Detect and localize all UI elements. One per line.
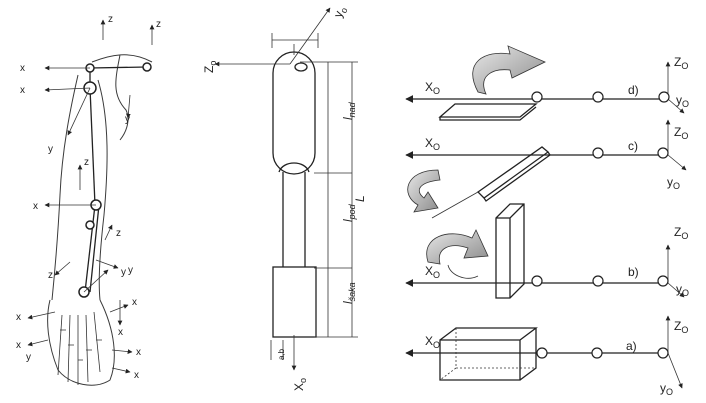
svg-text:yO: yO (676, 282, 689, 298)
row-c-label: c) (628, 139, 638, 153)
elbow-curve (278, 162, 310, 173)
axis-letter: z (156, 19, 161, 30)
box-a (439, 327, 538, 381)
row-a-label: a) (626, 339, 637, 353)
svg-text:ZO: ZO (674, 225, 688, 241)
z0-label: Zo (202, 61, 218, 73)
axis-letter: x (20, 63, 25, 74)
axis-letter: x (136, 347, 141, 358)
axis-letter: z (84, 157, 89, 168)
l-pod-label: lpod (341, 203, 357, 222)
tilted-bar-c (476, 146, 551, 202)
shoulder-outline (91, 54, 153, 141)
rotation-arrow-c (407, 169, 441, 213)
l-saka-label: lšaka (341, 282, 357, 304)
svg-text:yO: yO (660, 381, 673, 397)
axis-letter: x (132, 297, 137, 308)
x0-label: Xo (292, 378, 308, 391)
svg-text:XO: XO (425, 80, 440, 96)
svg-text:ZO: ZO (674, 319, 688, 335)
upper-arm-segment (272, 51, 316, 175)
svg-text:XO: XO (425, 264, 440, 280)
rotation-arrow-b (426, 229, 489, 265)
arm-outline (51, 74, 108, 301)
svg-text:XO: XO (425, 334, 440, 350)
total-length-label: L (353, 195, 367, 202)
axis-letter: z (108, 14, 113, 25)
row-b: XO ZO yO b) (405, 203, 689, 299)
svg-text:ZO: ZO (674, 55, 688, 71)
axis-letter: y (26, 352, 31, 363)
axis-letter: x (33, 201, 38, 212)
skeleton-links (84, 66, 148, 293)
svg-text:yO: yO (667, 175, 680, 191)
l-nad-label: lnad (341, 101, 357, 120)
dimension-lines (270, 33, 358, 360)
fingers (57, 311, 102, 385)
axis-letters: x x z z y y x z z y y z x x y x x x x (16, 14, 161, 381)
shoulder-joint-hole (294, 62, 308, 72)
vertical-plate-b (495, 203, 525, 299)
svg-text:XO: XO (425, 136, 440, 152)
ab-label: a,b (277, 348, 286, 360)
row-d: XO ZO yO d) (405, 45, 689, 121)
orientation-panel: XO ZO yO d) XO ZO yO c) (405, 45, 689, 397)
row-b-label: b) (628, 265, 639, 279)
hand-outline (47, 299, 115, 386)
axis-letter: x (20, 85, 25, 96)
axis-letter: y (125, 114, 130, 125)
axis-letter: z (48, 270, 53, 281)
row-a: XO ZO yO a) (405, 315, 688, 397)
axis-letter: y (48, 144, 53, 155)
svg-text:yO: yO (676, 93, 689, 109)
y0-label: yo (331, 4, 350, 20)
arm-sketch-panel: x x z z y y x z z y y z x x y x x x x (16, 14, 161, 386)
axis-letter: x (16, 312, 21, 323)
svg-text:ZO: ZO (674, 125, 688, 141)
rotation-arrow-d (472, 45, 546, 95)
segment-model-panel: Zo yo Xo lnad lpod lšaka L a,b (202, 4, 367, 391)
axis-letter: z (116, 228, 121, 239)
base-frame-axes (214, 7, 331, 371)
flat-plate-d (438, 103, 538, 121)
axis-letter: y (128, 265, 133, 276)
axis-letter: x (16, 340, 21, 351)
axis-letter: y (121, 267, 126, 278)
axis-letter: x (134, 370, 139, 381)
axis-letter: x (118, 327, 123, 338)
row-c: XO ZO yO c) (405, 119, 688, 219)
row-d-label: d) (628, 83, 639, 97)
joint-frames (27, 19, 155, 374)
hand-segment (272, 266, 317, 338)
